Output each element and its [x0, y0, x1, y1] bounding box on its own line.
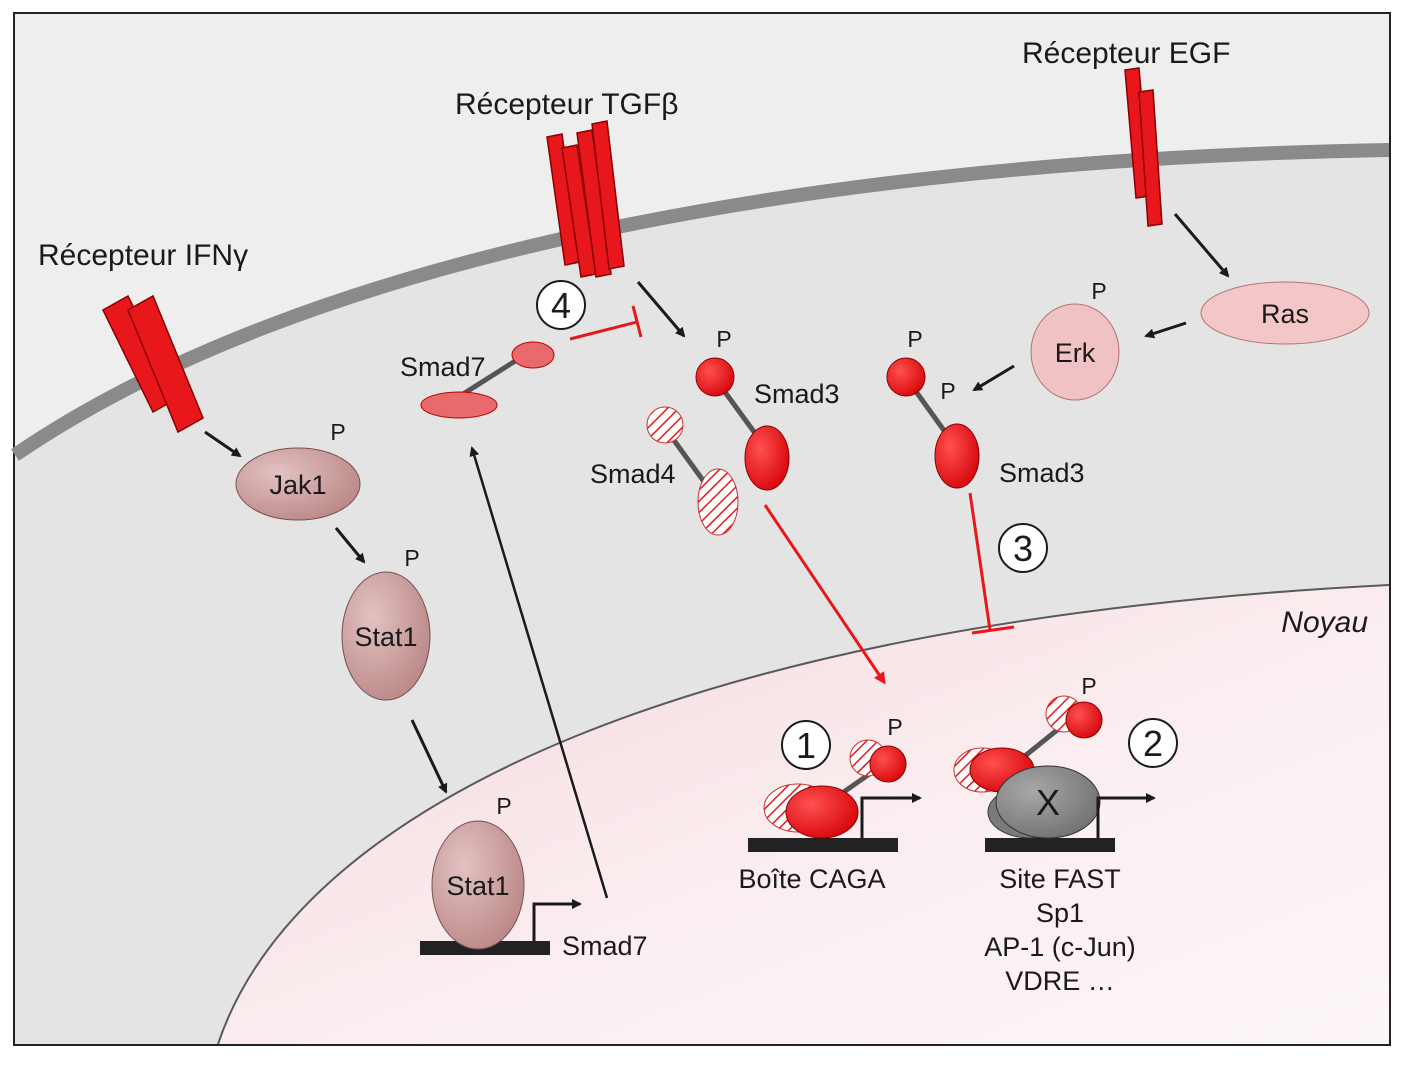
smad3-tgf-label: Smad3 [754, 379, 840, 409]
dna-fast-site [985, 838, 1115, 852]
ifng-receptor [102, 294, 204, 434]
caga-box-label: Boîte CAGA [738, 864, 885, 894]
nucleus-label: Noyau [1281, 606, 1368, 639]
ifng-receptor-label: Récepteur IFNγ [38, 239, 248, 272]
step-4-marker: 4 [536, 280, 586, 330]
smad4 [646, 406, 739, 536]
jak1: Jak1 [235, 447, 361, 521]
erk: Erk [1030, 303, 1120, 401]
dna-caga-box [748, 838, 898, 852]
smad3-egf-phospho-2: P [940, 378, 955, 404]
step-2-marker: 2 [1128, 718, 1178, 768]
site-sp1-label: Sp1 [1036, 898, 1084, 928]
other-sites-list: Site FAST Sp1 AP-1 (c-Jun) VDRE … [984, 864, 1136, 996]
arrow-erk-to-smad3 [972, 364, 1015, 392]
stat1-cytoplasmic: Stat1 [341, 571, 431, 701]
arrow-egf-to-ras [1173, 213, 1230, 278]
nuclear-envelope [217, 584, 1390, 1045]
ras-label: Ras [1261, 299, 1309, 329]
caga-smad-phospho: P [887, 714, 902, 740]
x-cofactor-label: X [1036, 782, 1060, 823]
smad7-inhibition-bar [569, 305, 643, 341]
step-1-number: 1 [796, 725, 816, 766]
erk-phospho: P [1091, 278, 1106, 304]
stat1-nuclear-label: Stat1 [446, 871, 509, 901]
x-smad-phospho: P [1081, 673, 1096, 699]
stat1-nuclear-phospho: P [496, 793, 511, 819]
caga-transcription-arrow [860, 793, 922, 838]
stat1-label: Stat1 [354, 622, 417, 652]
smad7-gene-label: Smad7 [562, 931, 648, 961]
arrow-jak1-to-stat1 [334, 527, 366, 564]
smad-complex-caga [763, 739, 907, 839]
step-1-marker: 1 [781, 720, 831, 770]
site-vdre-label: VDRE … [1005, 966, 1115, 996]
smad4-label: Smad4 [590, 459, 676, 489]
smad3-tgf-phospho: P [716, 326, 731, 352]
step-3-marker: 3 [998, 523, 1048, 573]
egf-receptor [1124, 67, 1163, 227]
fast-transcription-arrow [1096, 793, 1156, 838]
step-2-number: 2 [1143, 723, 1163, 764]
step-4-number: 4 [551, 285, 571, 326]
smad7 [420, 341, 555, 419]
arrow-smad-complex-to-nucleus [763, 504, 886, 685]
smad3-egf-label: Smad3 [999, 458, 1085, 488]
stat1-phospho: P [404, 545, 419, 571]
erk-smad3-inhibition [968, 492, 1015, 635]
stat1-nuclear: Stat1 [431, 820, 525, 950]
smad7-transcription-arrow [532, 899, 582, 941]
egf-receptor-label: Récepteur EGF [1022, 37, 1230, 70]
arrow-ras-to-erk [1144, 321, 1187, 339]
jak1-phospho: P [330, 419, 345, 445]
arrow-smad7-expression [469, 446, 609, 899]
step-3-number: 3 [1013, 528, 1033, 569]
smad3-egf [886, 357, 980, 489]
arrow-stat1-to-nucleus [410, 719, 448, 794]
arrow-tgfb-to-smad3 [636, 281, 686, 338]
tgfb-receptor [546, 120, 625, 278]
tgfb-receptor-label: Récepteur TGFβ [455, 88, 678, 121]
smad3-egf-phospho-1: P [907, 326, 922, 352]
site-fast-label: Site FAST [999, 864, 1121, 894]
x-cofactor: X [987, 765, 1101, 839]
site-ap1-label: AP-1 (c-Jun) [984, 932, 1136, 962]
smad3-tgf [695, 357, 790, 491]
ras: Ras [1200, 281, 1370, 345]
smad7-label: Smad7 [400, 352, 486, 382]
arrow-receptor-to-jak1 [204, 430, 242, 458]
erk-label: Erk [1055, 338, 1096, 368]
jak1-label: Jak1 [269, 470, 326, 500]
